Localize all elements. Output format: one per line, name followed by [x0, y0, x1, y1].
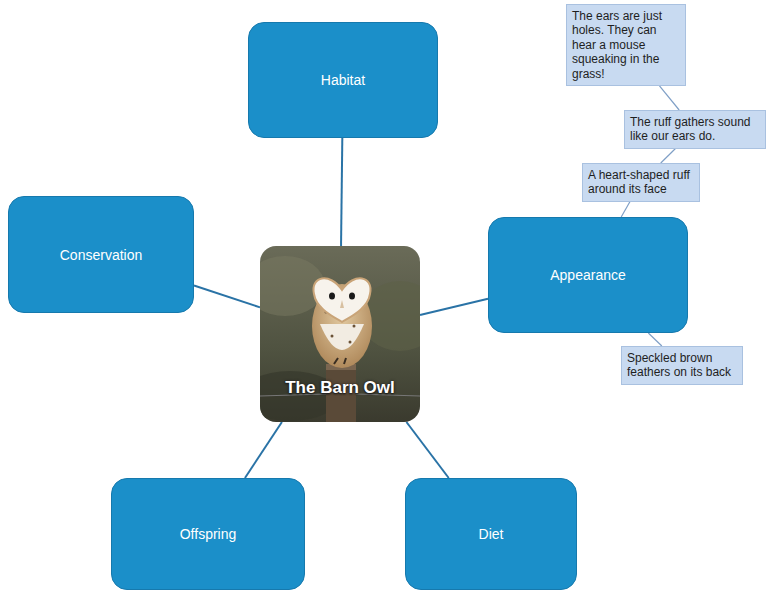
callout-note: A heart-shaped ruff around its face	[582, 163, 700, 202]
topic-box: Conservation	[8, 196, 194, 313]
topic-box: Diet	[405, 478, 577, 590]
connector-line	[621, 202, 630, 217]
callout-text: The ears are just holes. They can hear a…	[572, 9, 680, 81]
connector-line	[420, 299, 488, 315]
topic-label: Appearance	[550, 267, 626, 283]
connector-line	[194, 285, 260, 307]
connector-line	[659, 86, 679, 110]
callout-note: Speckled brown feathers on its back	[621, 346, 743, 385]
callout-text: Speckled brown feathers on its back	[627, 351, 737, 380]
topic-box: Habitat	[248, 22, 438, 138]
topic-label: Conservation	[60, 247, 143, 263]
callout-note: The ruff gathers sound like our ears do.	[624, 110, 766, 149]
callout-note: The ears are just holes. They can hear a…	[566, 4, 686, 86]
connector-line	[661, 149, 675, 163]
topic-box: Offspring	[111, 478, 305, 590]
topic-label: Habitat	[321, 72, 365, 88]
connector-line	[406, 422, 448, 478]
connector-line	[341, 138, 342, 246]
callout-text: A heart-shaped ruff around its face	[588, 168, 694, 197]
topic-label: Diet	[479, 526, 504, 542]
connector-line	[648, 333, 662, 346]
central-topic: The Barn Owl	[260, 246, 420, 422]
topic-label: The Barn Owl	[285, 378, 395, 398]
topic-label: Offspring	[180, 526, 237, 542]
connector-line	[245, 422, 282, 478]
topic-box: Appearance	[488, 217, 688, 333]
callout-text: The ruff gathers sound like our ears do.	[630, 115, 760, 144]
